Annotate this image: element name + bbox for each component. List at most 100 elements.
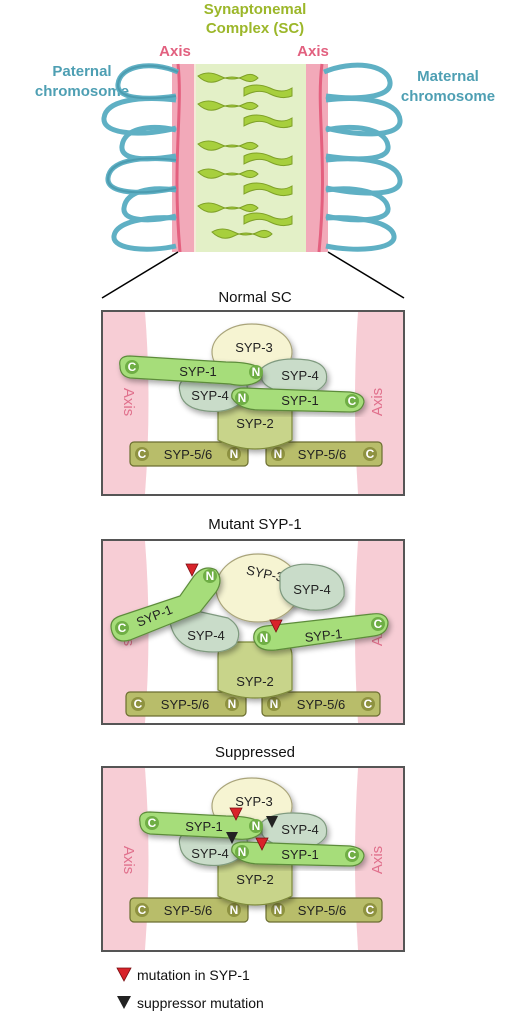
syp56-right-label: SYP-5/6 bbox=[298, 903, 346, 918]
axis-right-bar bbox=[306, 64, 328, 252]
n-label: N bbox=[238, 845, 247, 859]
c-terminus bbox=[135, 447, 149, 461]
mutation-marker bbox=[269, 619, 283, 633]
maternal-label: Maternal bbox=[417, 68, 479, 85]
c-label: C bbox=[138, 903, 147, 917]
c-label: C bbox=[138, 447, 147, 461]
paternal-chromosome-outline bbox=[106, 64, 179, 194]
c-terminus bbox=[363, 447, 377, 461]
syp4-left-label: SYP-4 bbox=[191, 846, 229, 861]
syp1-right bbox=[231, 841, 365, 867]
syp1-right-label: SYP-1 bbox=[281, 393, 319, 408]
c-terminus bbox=[115, 621, 129, 635]
maternal-label-2: chromosome bbox=[401, 88, 495, 105]
n-label: N bbox=[206, 569, 215, 583]
zoom-line-left bbox=[101, 251, 179, 299]
syp56-right bbox=[265, 897, 383, 923]
syp2-label: SYP-2 bbox=[236, 674, 274, 689]
n-terminus bbox=[225, 697, 239, 711]
c-label: C bbox=[374, 617, 383, 631]
axis-left-core bbox=[175, 63, 182, 253]
mutation-marker bbox=[185, 563, 199, 577]
c-label: C bbox=[148, 816, 157, 830]
n-terminus bbox=[249, 365, 263, 379]
panel-title-normal: Normal SC bbox=[218, 289, 292, 306]
panel-title-suppressed: Suppressed bbox=[215, 744, 295, 761]
syp4-right-label: SYP-4 bbox=[281, 822, 319, 837]
syp1-right-label: SYP-1 bbox=[281, 847, 319, 862]
c-label: C bbox=[118, 621, 127, 635]
c-terminus bbox=[371, 617, 385, 631]
n-label: N bbox=[274, 903, 283, 917]
n-terminus bbox=[235, 845, 249, 859]
c-terminus bbox=[135, 903, 149, 917]
syp56-left-label: SYP-5/6 bbox=[164, 447, 212, 462]
syp2-label: SYP-2 bbox=[236, 416, 274, 431]
legend: mutation in SYP-1 suppressor mutation bbox=[116, 967, 264, 1011]
maternal-chromosome bbox=[323, 62, 403, 252]
overview-illustration: Synaptonemal Complex (SC) Axis Axis Pate… bbox=[35, 1, 495, 299]
syp4-left-label: SYP-4 bbox=[191, 388, 229, 403]
suppressor-marker bbox=[266, 816, 278, 828]
syp56-right bbox=[265, 441, 383, 467]
c-label: C bbox=[348, 848, 357, 862]
n-label: N bbox=[228, 697, 237, 711]
syp4-left-label: SYP-4 bbox=[187, 628, 225, 643]
axis-label-right: Axis bbox=[369, 388, 386, 416]
syp3-label: SYP-3 bbox=[235, 794, 273, 809]
paternal-label-2: chromosome bbox=[35, 83, 129, 100]
mutation-marker bbox=[229, 807, 243, 821]
syp1-left-label: SYP-1 bbox=[185, 819, 223, 834]
n-terminus bbox=[271, 903, 285, 917]
syp4-right-label: SYP-4 bbox=[293, 582, 331, 597]
axis-right-core bbox=[317, 63, 324, 253]
c-label: C bbox=[366, 447, 375, 461]
sc-transverse-filaments bbox=[197, 72, 293, 239]
n-terminus bbox=[227, 903, 241, 917]
syp4-right bbox=[279, 563, 345, 611]
mutation-legend-icon bbox=[116, 967, 132, 982]
syp1-right-label: SYP-1 bbox=[304, 626, 343, 645]
n-label: N bbox=[230, 903, 239, 917]
c-terminus bbox=[361, 697, 375, 711]
axis-label-left: Axis bbox=[159, 43, 191, 60]
n-label: N bbox=[252, 365, 261, 379]
syp1-left bbox=[110, 567, 221, 642]
n-label: N bbox=[230, 447, 239, 461]
suppressor-marker bbox=[226, 832, 238, 844]
n-terminus bbox=[271, 447, 285, 461]
n-terminus bbox=[227, 447, 241, 461]
sc-label-2: Complex (SC) bbox=[206, 20, 304, 37]
syp56-left-label: SYP-5/6 bbox=[161, 697, 209, 712]
c-terminus bbox=[363, 903, 377, 917]
n-label: N bbox=[274, 447, 283, 461]
n-terminus bbox=[257, 631, 271, 645]
syp56-left-label: SYP-5/6 bbox=[164, 903, 212, 918]
n-terminus bbox=[203, 569, 217, 583]
c-terminus bbox=[345, 394, 359, 408]
c-terminus bbox=[145, 816, 159, 830]
syp1-right bbox=[231, 387, 365, 413]
n-terminus bbox=[249, 819, 263, 833]
panel-mutant: Axis Axis C N N C SYP-5/6 SYP-5/6 SYP-2 … bbox=[101, 539, 405, 725]
n-label: N bbox=[270, 697, 279, 711]
syp56-left bbox=[129, 897, 249, 923]
n-terminus bbox=[235, 391, 249, 405]
n-label: N bbox=[252, 819, 261, 833]
c-label: C bbox=[128, 360, 137, 374]
syp2 bbox=[217, 641, 293, 699]
syp3-label: SYP-3 bbox=[235, 340, 273, 355]
n-label: N bbox=[260, 631, 269, 645]
syp1-right bbox=[253, 613, 389, 651]
paternal-label: Paternal bbox=[52, 63, 111, 80]
n-terminus bbox=[267, 697, 281, 711]
suppressor-legend-icon bbox=[117, 996, 131, 1009]
syp4-right-label: SYP-4 bbox=[281, 368, 319, 383]
c-terminus bbox=[131, 697, 145, 711]
zoom-line-right bbox=[327, 251, 405, 299]
mutation-marker bbox=[255, 837, 269, 851]
panel-normal: Axis Axis C N N C SYP-5/6 SYP-5/6 SYP-2 … bbox=[101, 310, 405, 496]
legend-mutation-text: mutation in SYP-1 bbox=[137, 967, 250, 983]
syp56-right bbox=[261, 691, 381, 717]
